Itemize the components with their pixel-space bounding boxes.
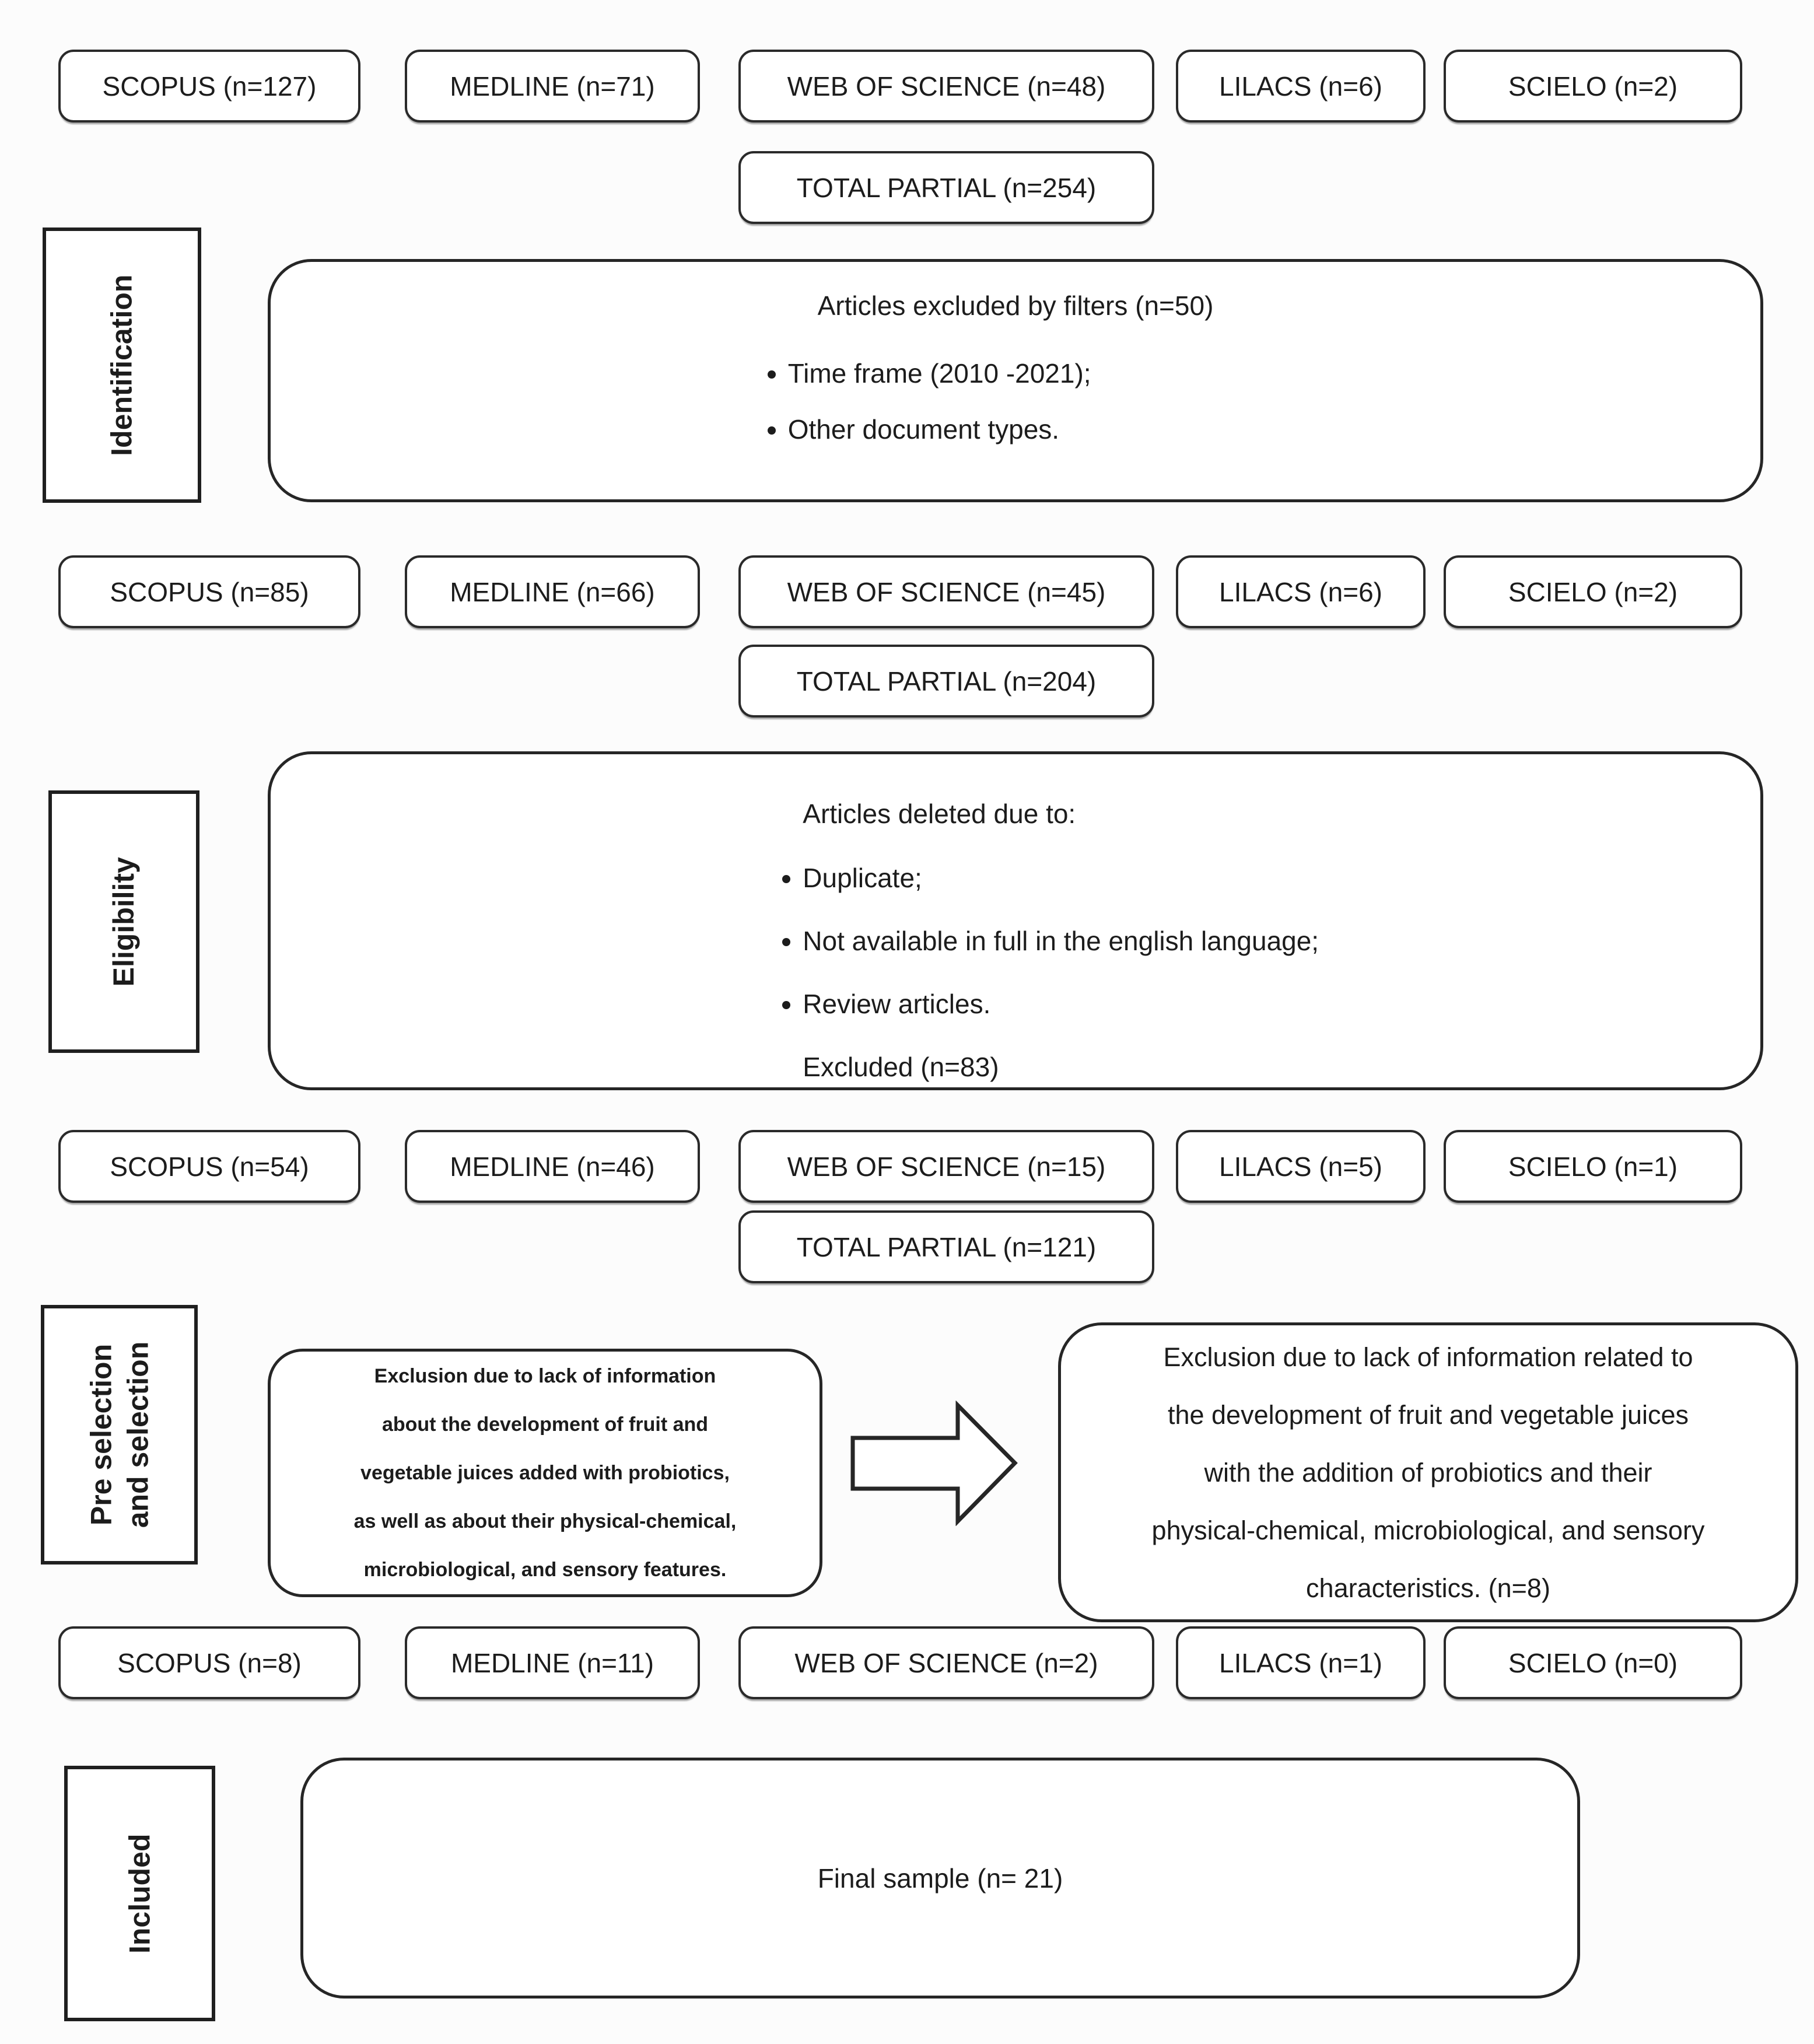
total-partial-box-1: TOTAL PARTIAL (n=254) (738, 151, 1154, 224)
text-line: Exclusion due to lack of information rel… (1163, 1342, 1693, 1372)
db-box-label: SCOPUS (n=85) (110, 576, 309, 607)
text-line: about the development of fruit and (381, 1413, 709, 1436)
db-box-r3-scopus: SCOPUS (n=54) (58, 1130, 360, 1203)
total-partial-label: TOTAL PARTIAL (n=204) (796, 666, 1097, 696)
db-box-r4-scielo: SCIELO (n=0) (1444, 1626, 1742, 1699)
db-box-r1-scopus: SCOPUS (n=127) (58, 50, 360, 123)
stage-label-line: Pre selection (85, 1343, 117, 1526)
db-box-label: SCIELO (n=0) (1508, 1647, 1678, 1678)
db-box-r1-scielo: SCIELO (n=2) (1444, 50, 1742, 123)
db-box-r1-lilacs: LILACS (n=6) (1176, 50, 1426, 123)
stage-label-text: Identification (105, 274, 138, 456)
stage-label-text: Included (123, 1833, 156, 1954)
exclusion-reason-left-text: Exclusion due to lack of information abo… (354, 1352, 737, 1594)
list-item: Duplicate; (803, 862, 1760, 894)
stage-label-pre-selection: Pre selection and selection (41, 1305, 198, 1564)
text-line: microbiological, and sensory features. (363, 1558, 727, 1581)
db-box-r4-scopus: SCOPUS (n=8) (58, 1626, 360, 1699)
exclusion-reason-right-text: Exclusion due to lack of information rel… (1152, 1328, 1705, 1617)
db-box-label: LILACS (n=6) (1219, 71, 1382, 102)
total-partial-box-3: TOTAL PARTIAL (n=121) (738, 1210, 1154, 1283)
excluded-by-filters-title: Articles excluded by filters (n=50) (817, 290, 1214, 321)
text-line: with the addition of probiotics and thei… (1204, 1457, 1652, 1488)
db-box-label: MEDLINE (n=46) (450, 1151, 655, 1182)
final-sample-text: Final sample (n= 21) (817, 1863, 1063, 1894)
list-item: Not available in full in the english lan… (803, 925, 1760, 957)
db-box-r1-web-of-science: WEB OF SCIENCE (n=48) (738, 50, 1154, 123)
excluded-by-filters-box: Articles excluded by filters (n=50) Time… (268, 259, 1763, 502)
articles-deleted-title: Articles deleted due to: (803, 799, 1076, 829)
stage-label-line: and selection (121, 1341, 154, 1528)
stage-label-included: Included (64, 1766, 215, 2021)
total-partial-label: TOTAL PARTIAL (n=254) (796, 172, 1097, 203)
excluded-note: Excluded (n=83) (803, 1052, 999, 1082)
exclusion-reason-left-box: Exclusion due to lack of information abo… (268, 1349, 822, 1597)
db-box-r2-scielo: SCIELO (n=2) (1444, 555, 1742, 628)
stage-label-identification: Identification (43, 228, 201, 503)
db-box-r3-web-of-science: WEB OF SCIENCE (n=15) (738, 1130, 1154, 1203)
text-line: Exclusion due to lack of information (374, 1364, 716, 1387)
excluded-by-filters-list: Time frame (2010 -2021); Other document … (733, 358, 1760, 445)
db-box-label: MEDLINE (n=71) (450, 71, 655, 102)
db-box-r3-scielo: SCIELO (n=1) (1444, 1130, 1742, 1203)
text-line: vegetable juices added with probiotics, (360, 1461, 730, 1484)
db-box-r4-lilacs: LILACS (n=1) (1176, 1626, 1426, 1699)
list-item: Other document types. (788, 414, 1760, 445)
db-box-label: LILACS (n=5) (1219, 1151, 1382, 1182)
db-box-r1-medline: MEDLINE (n=71) (405, 50, 700, 123)
stage-label-eligibility: Eligibility (48, 790, 199, 1053)
articles-deleted-content: Articles deleted due to: Duplicate; Not … (747, 798, 1760, 1083)
db-box-r4-medline: MEDLINE (n=11) (405, 1626, 700, 1699)
db-box-label: WEB OF SCIENCE (n=45) (787, 576, 1106, 607)
db-box-r2-medline: MEDLINE (n=66) (405, 555, 700, 628)
text-line: as well as about their physical-chemical… (353, 1510, 737, 1532)
final-sample-box: Final sample (n= 21) (300, 1758, 1580, 1999)
articles-deleted-box: Articles deleted due to: Duplicate; Not … (268, 751, 1763, 1090)
db-box-label: SCOPUS (n=127) (102, 71, 317, 102)
db-box-label: SCIELO (n=1) (1508, 1151, 1678, 1182)
db-box-label: WEB OF SCIENCE (n=15) (787, 1151, 1106, 1182)
stage-label-text: Pre selection and selection (83, 1342, 156, 1528)
db-box-label: SCIELO (n=2) (1508, 71, 1678, 102)
db-box-r2-scopus: SCOPUS (n=85) (58, 555, 360, 628)
db-box-label: LILACS (n=1) (1219, 1647, 1382, 1678)
db-box-label: SCOPUS (n=54) (110, 1151, 309, 1182)
total-partial-box-2: TOTAL PARTIAL (n=204) (738, 645, 1154, 718)
articles-deleted-list: Duplicate; Not available in full in the … (747, 862, 1760, 1083)
db-box-label: LILACS (n=6) (1219, 576, 1382, 607)
db-box-r3-lilacs: LILACS (n=5) (1176, 1130, 1426, 1203)
db-box-label: MEDLINE (n=66) (450, 576, 655, 607)
db-box-label: WEB OF SCIENCE (n=2) (794, 1647, 1098, 1678)
exclusion-reason-right-box: Exclusion due to lack of information rel… (1058, 1322, 1798, 1622)
db-box-r2-web-of-science: WEB OF SCIENCE (n=45) (738, 555, 1154, 628)
db-box-label: SCOPUS (n=8) (117, 1647, 302, 1678)
text-line: the development of fruit and vegetable j… (1167, 1399, 1689, 1430)
db-box-r3-medline: MEDLINE (n=46) (405, 1130, 700, 1203)
db-box-label: WEB OF SCIENCE (n=48) (787, 71, 1106, 102)
text-line: physical-chemical, microbiological, and … (1151, 1515, 1705, 1545)
list-item: Time frame (2010 -2021); (788, 358, 1760, 389)
db-box-r2-lilacs: LILACS (n=6) (1176, 555, 1426, 628)
db-box-label: SCIELO (n=2) (1508, 576, 1678, 607)
text-line: characteristics. (n=8) (1306, 1573, 1550, 1603)
list-item: Review articles. (803, 988, 1760, 1020)
db-box-label: MEDLINE (n=11) (450, 1647, 654, 1678)
stage-label-text: Eligibility (107, 856, 141, 987)
right-arrow-icon (850, 1401, 1018, 1526)
total-partial-label: TOTAL PARTIAL (n=121) (796, 1231, 1097, 1262)
db-box-r4-web-of-science: WEB OF SCIENCE (n=2) (738, 1626, 1154, 1699)
